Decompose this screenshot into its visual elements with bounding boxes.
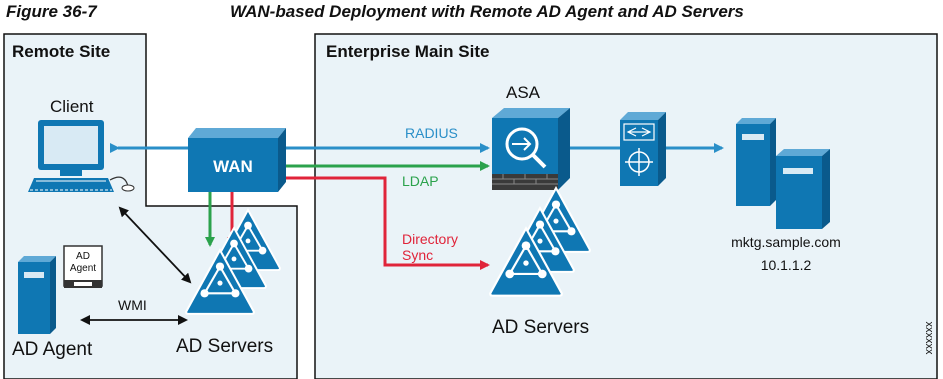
remote-ad-servers-label: AD Servers <box>176 336 273 357</box>
asa-icon <box>492 108 570 190</box>
figure-header: Figure 36-7 WAN-based Deployment with Re… <box>0 0 943 28</box>
directory-sync-link <box>278 176 490 270</box>
ad-agent-label: AD Agent <box>12 339 93 360</box>
switch-icon <box>620 112 666 186</box>
server-name-label: mktg.sample.com <box>731 234 841 250</box>
wmi-label: WMI <box>118 297 147 313</box>
client-adserver-link <box>118 206 192 284</box>
figure-number: Figure 36-7 <box>6 2 97 21</box>
server-icon <box>736 118 830 229</box>
directory-sync-label-1: Directory <box>402 231 458 247</box>
figure-title: WAN-based Deployment with Remote AD Agen… <box>230 2 744 21</box>
main-site-label: Enterprise Main Site <box>326 42 489 61</box>
asa-label: ASA <box>506 83 541 102</box>
ad-agent-badge-line2: Agent <box>70 263 96 274</box>
ldap-label: LDAP <box>402 173 439 189</box>
wan-label: WAN <box>213 157 253 176</box>
remote-site-label: Remote Site <box>12 42 110 61</box>
ad-agent-icon <box>18 245 103 334</box>
radius-label: RADIUS <box>405 125 458 141</box>
client-icon <box>28 120 135 192</box>
client-label: Client <box>50 97 94 116</box>
figure-id-label: xxxxxx <box>923 322 935 356</box>
main-site-region <box>314 33 938 379</box>
main-ad-servers-label: AD Servers <box>492 317 589 338</box>
ad-agent-badge-line1: AD <box>76 251 90 262</box>
directory-sync-label-2: Sync <box>402 247 433 263</box>
wan-icon <box>188 128 286 192</box>
server-ip-label: 10.1.1.2 <box>761 257 812 273</box>
